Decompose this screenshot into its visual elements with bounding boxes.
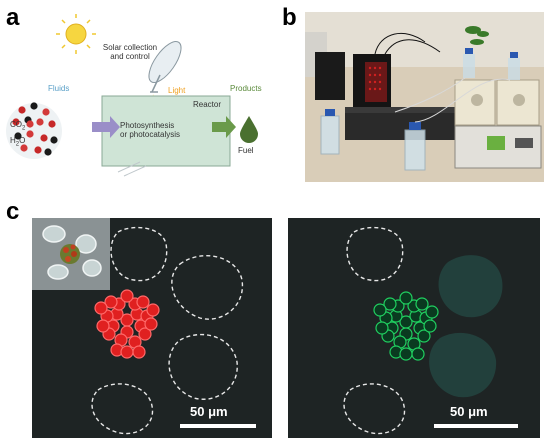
cell-dot — [415, 297, 429, 311]
molecule-dot — [26, 120, 34, 128]
cell-dot — [425, 305, 439, 319]
h2o-label: H2O — [10, 136, 26, 148]
sun-icon — [56, 14, 96, 54]
cell-dot — [146, 303, 160, 317]
cell-dot — [136, 295, 150, 309]
green-fluorescence-svg — [288, 218, 540, 438]
molecule-dot — [20, 144, 28, 152]
output-arrow — [212, 116, 236, 138]
green-fluorescence-image: 50 μm — [288, 218, 540, 438]
cell-dot — [417, 329, 431, 343]
molecule-dot — [14, 132, 22, 140]
brightfield-inset — [32, 218, 110, 290]
molecule-dot — [12, 118, 20, 126]
products-label: Products — [230, 84, 262, 93]
cell-dot — [120, 345, 134, 359]
panel-c-letter: c — [6, 198, 20, 225]
fuel-label: Fuel — [238, 146, 254, 155]
floor-lines — [117, 161, 147, 177]
lab-setup-photo — [305, 12, 544, 182]
molecule-dot — [26, 130, 34, 138]
reactor-label: Reactor — [193, 100, 222, 109]
cell-dot — [375, 321, 389, 335]
cell-dot — [383, 297, 397, 311]
molecule-dot — [48, 120, 56, 128]
cell-dot — [96, 319, 110, 333]
fuel-droplet-icon — [240, 116, 258, 143]
fluid-molecules — [6, 102, 62, 159]
cell-dot — [144, 317, 158, 331]
molecule-dot — [44, 148, 52, 156]
molecule-dot — [34, 146, 42, 154]
right-scale-label: 50 μm — [450, 404, 488, 419]
molecule-dot — [30, 102, 38, 110]
panel-a-diagram — [6, 14, 258, 177]
left-scale-label: 50 μm — [190, 404, 228, 419]
left-scale-bar — [180, 424, 256, 428]
cell-dot — [373, 303, 387, 317]
fluids-label: Fluids — [48, 84, 70, 93]
cell-dot — [120, 289, 134, 303]
right-scale-bar — [434, 424, 518, 428]
cell-dot — [399, 291, 413, 305]
red-fluorescence-image: 50 μm — [32, 218, 272, 438]
panel-b-letter: b — [282, 4, 297, 31]
solar-dish-icon — [148, 41, 182, 93]
cell-dot — [132, 345, 146, 359]
cell-dot — [138, 327, 152, 341]
molecule-dot — [36, 118, 44, 126]
input-arrow — [92, 116, 120, 138]
panel-a-letter: a — [6, 4, 20, 31]
molecule-dot — [40, 134, 48, 142]
molecule-dot — [42, 108, 50, 116]
molecule-dot — [50, 136, 58, 144]
co2-label: CO2 — [10, 120, 26, 132]
reactor-box — [101, 95, 231, 167]
lab-photo-illustration — [305, 12, 544, 182]
cell-dot — [423, 319, 437, 333]
cell-dot — [411, 347, 425, 361]
cell-dot — [104, 295, 118, 309]
cell-dot — [399, 347, 413, 361]
cell-dot — [94, 301, 108, 315]
light-label: Light — [168, 86, 186, 95]
molecule-dot — [18, 106, 26, 114]
